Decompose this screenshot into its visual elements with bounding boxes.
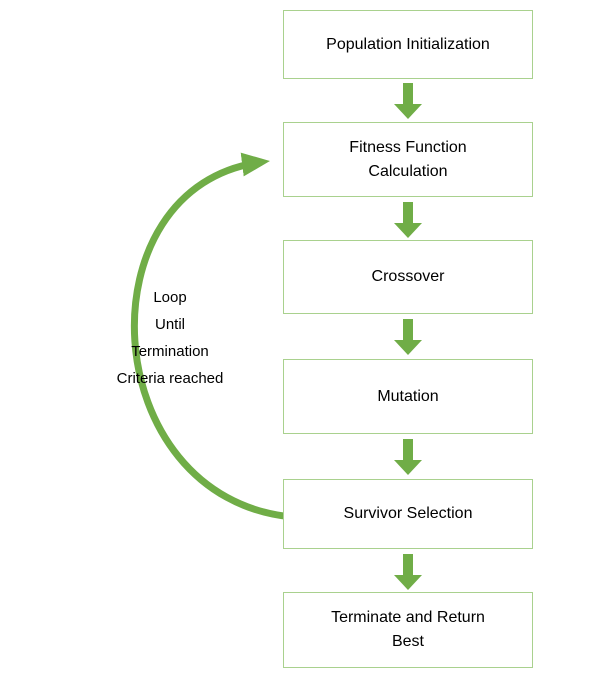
node-population-initialization: Population Initialization xyxy=(283,10,533,79)
arrow-stem xyxy=(403,202,413,223)
node-label: Population Initialization xyxy=(326,35,490,53)
node-label: Fitness Function Calculation xyxy=(349,138,467,180)
node-survivor-selection: Survivor Selection xyxy=(283,479,533,549)
down-arrow-4 xyxy=(394,439,422,475)
node-mutation: Mutation xyxy=(283,359,533,434)
arrow-head xyxy=(394,104,422,119)
arrow-stem xyxy=(403,83,413,104)
down-arrow-2 xyxy=(394,202,422,238)
arrow-stem xyxy=(403,439,413,460)
down-arrow-3 xyxy=(394,319,422,355)
arrow-stem xyxy=(403,554,413,575)
arrow-head xyxy=(394,460,422,475)
node-fitness-function-calculation: Fitness Function Calculation xyxy=(283,122,533,197)
arrow-head xyxy=(394,575,422,590)
loop-back-arrow-path xyxy=(130,152,293,521)
down-arrow-5 xyxy=(394,554,422,590)
node-terminate-and-return-best: Terminate and Return Best xyxy=(283,592,533,668)
arrow-head xyxy=(394,340,422,355)
node-label: Terminate and Return Best xyxy=(331,609,485,650)
arrow-head xyxy=(394,223,422,238)
node-crossover: Crossover xyxy=(283,240,533,314)
node-label: Survivor Selection xyxy=(343,505,473,522)
arrow-stem xyxy=(403,319,413,340)
loop-annotation: Loop Until Termination Criteria reached xyxy=(116,289,224,387)
node-label: Mutation xyxy=(377,387,439,405)
node-label: Crossover xyxy=(371,268,445,285)
down-arrow-1 xyxy=(394,83,422,119)
